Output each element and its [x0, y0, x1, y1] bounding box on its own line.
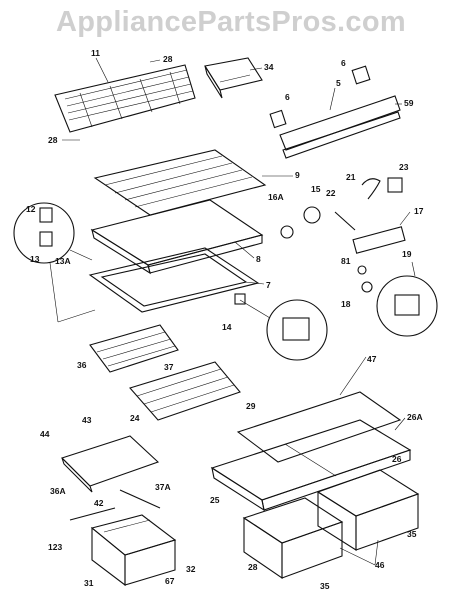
- label-14: 14: [222, 322, 232, 332]
- label-123: 123: [48, 542, 62, 552]
- label-6-left: 6: [285, 92, 290, 102]
- label-32: 32: [186, 564, 196, 574]
- small-glass-shelf: [60, 435, 160, 493]
- switch-detail-circle: [376, 261, 438, 337]
- label-8: 8: [256, 254, 261, 264]
- watermark: AppliancePartsPros.com: [56, 6, 406, 38]
- label-17: 17: [414, 206, 424, 216]
- label-5: 5: [336, 78, 341, 88]
- label-59: 59: [404, 98, 414, 108]
- drawer-right-b: [316, 469, 420, 551]
- label-28-left: 28: [48, 135, 58, 145]
- label-16a: 16A: [268, 192, 284, 202]
- label-36a: 36A: [50, 486, 66, 496]
- label-19: 19: [402, 249, 412, 259]
- drawer-right-a: [242, 497, 344, 580]
- crisper-cover-frame: [210, 419, 412, 512]
- label-29: 29: [246, 401, 256, 411]
- label-11: 11: [91, 48, 100, 58]
- label-7: 7: [266, 280, 271, 290]
- storage-bin-top: [204, 57, 263, 99]
- label-42: 42: [94, 498, 104, 508]
- label-9: 9: [295, 170, 300, 180]
- label-25: 25: [210, 495, 220, 505]
- label-36: 36: [77, 360, 87, 370]
- wire-shelf-medium: [129, 361, 241, 421]
- shelf-tray: [90, 199, 264, 275]
- label-28-bottom: 28: [248, 562, 258, 572]
- label-81: 81: [341, 256, 351, 266]
- shelf-rail: [269, 65, 401, 159]
- drawer-left: [90, 514, 177, 587]
- label-47: 47: [367, 354, 377, 364]
- label-21: 21: [346, 172, 356, 182]
- drawer-rails: [69, 489, 161, 521]
- label-37a: 37A: [155, 482, 171, 492]
- label-6-top: 6: [341, 58, 346, 68]
- glass-panel: [236, 391, 402, 463]
- wire-shelf-top: [54, 64, 196, 133]
- crisper-shelf-frame: [93, 149, 267, 216]
- label-24: 24: [130, 413, 140, 423]
- label-37: 37: [164, 362, 174, 372]
- label-28-top: 28: [163, 54, 173, 64]
- label-13a: 13A: [55, 256, 71, 266]
- light-assembly: [234, 177, 406, 305]
- wire-shelf-small: [89, 324, 179, 373]
- label-12: 12: [26, 204, 36, 214]
- label-23: 23: [399, 162, 409, 172]
- label-35-right: 35: [407, 529, 417, 539]
- clip-detail-circle: [13, 202, 96, 323]
- label-22: 22: [326, 188, 336, 198]
- label-26a: 26A: [407, 412, 423, 422]
- label-34: 34: [264, 62, 274, 72]
- label-67: 67: [165, 576, 175, 586]
- label-35-bottom: 35: [320, 581, 330, 591]
- label-44: 44: [40, 429, 50, 439]
- bracket-detail-circle: [239, 299, 328, 361]
- label-43: 43: [82, 415, 92, 425]
- label-13: 13: [30, 254, 40, 264]
- label-46: 46: [375, 560, 385, 570]
- label-15: 15: [311, 184, 321, 194]
- label-31: 31: [84, 578, 94, 588]
- label-18: 18: [341, 299, 351, 309]
- label-26: 26: [392, 454, 402, 464]
- leader-lines: [62, 57, 411, 566]
